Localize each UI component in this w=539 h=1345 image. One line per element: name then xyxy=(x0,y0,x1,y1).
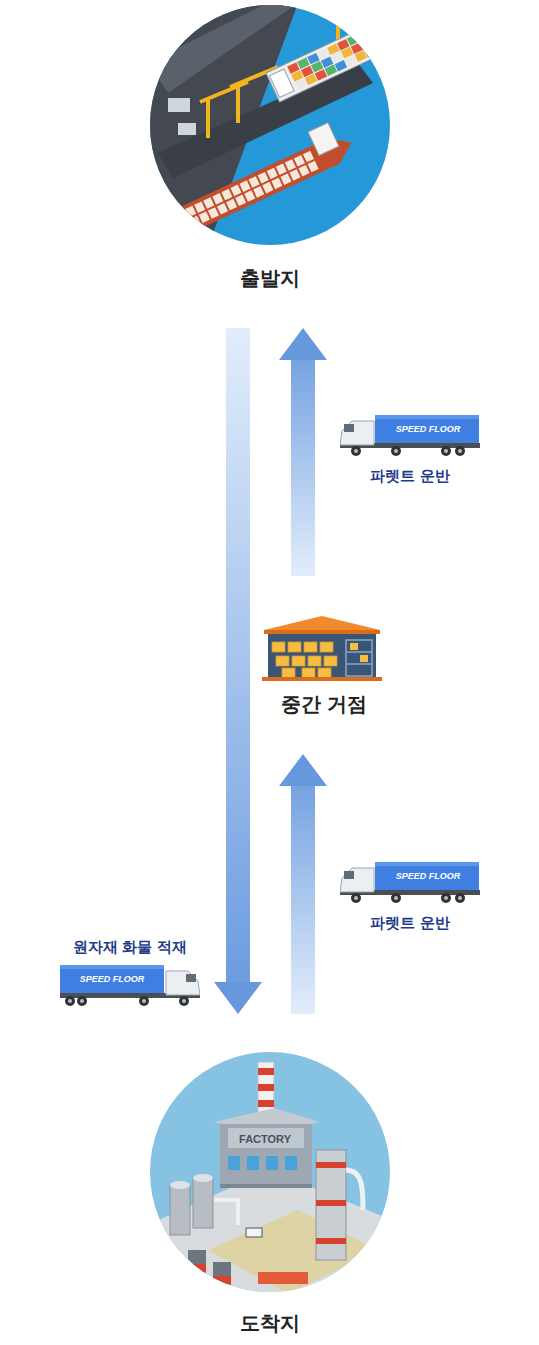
truck-icon xyxy=(60,965,200,1007)
truck-icon xyxy=(340,415,480,457)
warehouse-illustration xyxy=(262,612,386,684)
truck-logo: SPEED FLOOR xyxy=(396,872,461,881)
edge-label: 파렛트 운반 xyxy=(330,914,490,932)
truck-icon xyxy=(340,862,480,904)
truck-logo: SPEED FLOOR xyxy=(80,975,145,984)
flow-arrow xyxy=(279,328,327,576)
edge-label: 파렛트 운반 xyxy=(330,467,490,485)
arrow-shaft xyxy=(291,786,315,1014)
hub-node: 중간 거점 xyxy=(262,612,394,718)
factory-illustration xyxy=(148,1050,392,1295)
factory-sign: FACTORY xyxy=(239,1134,291,1145)
origin-node: 출발지 xyxy=(148,3,392,292)
arrow-head xyxy=(214,982,262,1014)
arrow-shaft xyxy=(291,360,315,576)
flow-arrow xyxy=(214,328,262,1014)
port-illustration xyxy=(148,3,392,248)
edge-label: 원자재 화물 적재 xyxy=(50,938,210,956)
arrow-head xyxy=(279,328,327,360)
node-title: 중간 거점 xyxy=(262,692,386,716)
truck-logo: SPEED FLOOR xyxy=(396,425,461,434)
destination-node: 도착지 xyxy=(148,1050,392,1337)
flow-arrow xyxy=(279,754,327,1014)
node-title: 도착지 xyxy=(148,1311,392,1335)
node-title: 출발지 xyxy=(148,266,392,290)
arrow-shaft xyxy=(226,328,250,982)
arrow-head xyxy=(279,754,327,786)
